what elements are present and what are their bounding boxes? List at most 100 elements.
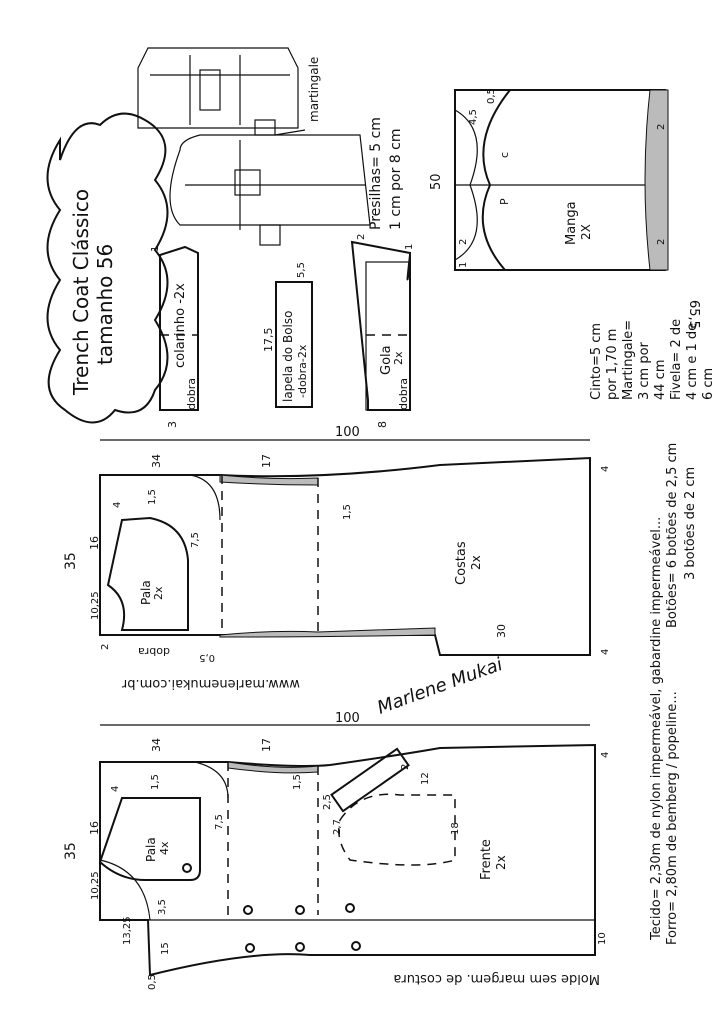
costas-label1: Costas	[454, 541, 469, 585]
frente-d12: 12	[420, 772, 431, 785]
gola-mark-top: 2	[356, 234, 367, 240]
button-mark	[245, 943, 255, 953]
manga-m5: 2	[458, 239, 469, 245]
frente-d34: 34	[150, 738, 163, 752]
frente-d16: 16	[88, 821, 101, 835]
manga-c: c	[498, 152, 511, 158]
costas-d4: 4	[112, 502, 123, 508]
costas-length: 100	[335, 425, 360, 440]
note-fivela-1: Fivela= 2 de	[669, 319, 684, 400]
frente-d2: 2	[400, 764, 411, 770]
footer-note: Molde sem margem. de costura	[393, 971, 600, 986]
colarinho-piece: colarinho -2x dobra 3 1	[150, 246, 199, 428]
frente-d4b: 4	[600, 752, 611, 758]
costas-label2: 2x	[469, 555, 483, 570]
button-mark	[351, 941, 361, 951]
title-cloud: Trench Coat Clássico tamanho 56	[46, 112, 169, 424]
costas-d75: 7,5	[190, 532, 201, 548]
frente-d18: 18	[450, 822, 461, 835]
frente-d15c: 1,5	[292, 774, 303, 790]
button-mark	[182, 863, 192, 873]
note-cinto-2: por 1,70 m	[605, 329, 620, 400]
lapela-do-bolso-piece: lapela do Bolso -dobra-2x 17,5 5,5	[262, 262, 313, 408]
costas-pala2: 2x	[152, 586, 165, 600]
frente-side: 35	[63, 842, 79, 860]
costas-d34: 34	[150, 454, 163, 468]
frente-label2: 2x	[494, 855, 508, 870]
costas-d4c: 4	[600, 649, 611, 655]
presilhas-line1: Presilhas= 5 cm	[368, 117, 384, 230]
presilhas-line2: 1 cm por 8 cm	[388, 129, 404, 231]
costas-piece: 100 Costas 2x Pala 2x dobra 35 34 17 16 …	[63, 425, 611, 663]
frente-d35: 3,5	[157, 899, 168, 915]
manga-m4: 2	[656, 239, 667, 245]
colarinho-mark: 1	[150, 246, 161, 252]
title-line2: tamanho 56	[93, 244, 117, 365]
costas-d4b: 4	[600, 466, 611, 472]
gola-piece: Gola 2x dobra 8 2 1	[350, 234, 415, 428]
frente-d10b: 10	[597, 932, 608, 945]
note-martingale-1: Martingale=	[621, 320, 636, 400]
lapela-label1: lapela do Bolso	[281, 311, 295, 402]
frente-d17: 17	[260, 738, 273, 752]
gola-fold: dobra	[397, 378, 410, 410]
martingale-label: martingale	[307, 57, 321, 122]
gola-mark: 1	[404, 244, 415, 250]
manga-label2: 2X	[579, 224, 593, 240]
note-fivela-2: 4 cm e 1 de	[685, 323, 700, 400]
signature: Marlene Mukai	[375, 654, 506, 719]
button-mark	[345, 903, 355, 913]
frente-d27: 2,7	[332, 819, 343, 835]
manga-height: 50	[429, 173, 444, 190]
costas-d10: 10,25	[90, 591, 101, 620]
gola-label1: Gola	[379, 345, 394, 375]
manga-m3: 2	[656, 124, 667, 130]
manga-m1: 4,5	[468, 109, 479, 125]
note-botoes-2: 3 botões de 2 cm	[683, 467, 698, 580]
costas-pala1: Pala	[139, 580, 153, 605]
lapela-label2: -dobra-2x	[296, 344, 309, 398]
frente-d25: 2,5	[322, 794, 333, 810]
notes: Cinto=5 cm por 1,70 m Martingale= 3 cm p…	[589, 319, 716, 945]
costas-d30: 30	[495, 624, 508, 638]
trench-coat-illustration: martingale	[137, 47, 371, 246]
frente-d15: 1,5	[150, 774, 161, 790]
manga-width: 65,5	[686, 300, 701, 329]
costas-d16: 16	[88, 536, 101, 550]
title-line1: Trench Coat Clássico	[69, 189, 93, 396]
frente-piece: 100 Frente 2x Pala 4x 35 34 17 16 10,25 …	[63, 711, 611, 990]
costas-d2: 2	[100, 644, 111, 650]
frente-length: 100	[335, 711, 360, 726]
colarinho-fold: dobra	[185, 378, 198, 410]
note-fivela-3: 6 cm	[701, 368, 716, 400]
manga-m2: 0,5	[486, 88, 497, 104]
frente-d75: 7,5	[214, 814, 225, 830]
frente-label1: Frente	[479, 839, 494, 880]
costas-side: 35	[63, 552, 79, 570]
note-forro: Forro= 2,80m de bemberg / popeline...	[665, 691, 680, 945]
frente-d15b: 15	[160, 942, 171, 955]
lapela-width: 5,5	[296, 262, 307, 278]
colarinho-width: 3	[166, 421, 179, 428]
frente-pala1: Pala	[144, 837, 158, 862]
manga-m6: 1	[458, 262, 469, 268]
manga-p: P	[498, 198, 511, 205]
note-martingale-2: 3 cm por	[637, 341, 652, 400]
lapela-length: 17,5	[262, 328, 275, 353]
frente-d1325: 13,25	[122, 916, 133, 945]
frente-d05: 0,5	[147, 974, 158, 990]
button-mark	[295, 905, 305, 915]
frente-d10: 10,25	[90, 871, 101, 900]
manga-piece: Manga 2X 50 65,5 P c 4,5 0,5 2 2 2 1	[429, 88, 701, 329]
frente-pala2: 4x	[158, 841, 171, 855]
frente-d4: 4	[110, 786, 121, 792]
gola-label2: 2x	[392, 351, 405, 365]
website-url: www.marlenemukai.com.br	[121, 676, 300, 691]
gola-width: 8	[376, 421, 389, 428]
costas-d05: 0,5	[199, 652, 215, 663]
note-tecido: Tecido= 2,30m de nylon impermeável, gaba…	[649, 517, 664, 941]
note-martingale-3: 44 cm	[653, 360, 668, 401]
button-mark	[295, 942, 305, 952]
note-cinto-1: Cinto=5 cm	[589, 323, 604, 400]
